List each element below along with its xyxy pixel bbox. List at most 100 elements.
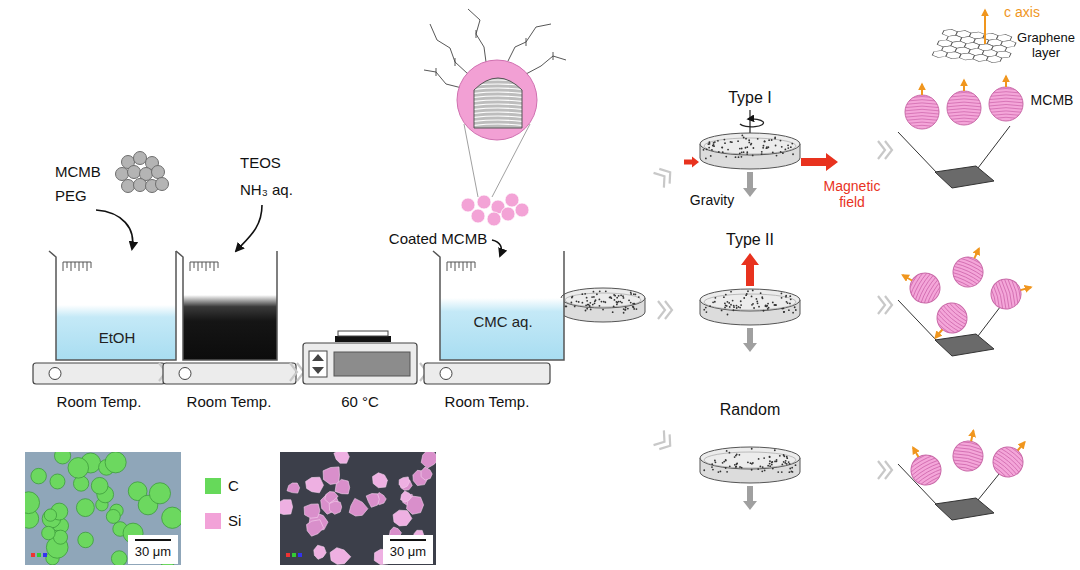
drawing-part bbox=[947, 93, 981, 123]
drawing-part bbox=[470, 112, 526, 114]
drawing-part bbox=[135, 539, 171, 541]
drawing-part bbox=[909, 456, 936, 472]
drawing-part bbox=[736, 463, 738, 465]
drawing-part bbox=[292, 553, 296, 557]
legend-text: Si bbox=[228, 512, 241, 529]
drawing-part bbox=[470, 104, 526, 106]
drawing-part bbox=[623, 312, 625, 314]
drawing-part bbox=[735, 466, 737, 468]
drawing-part bbox=[712, 469, 714, 471]
drawing-part bbox=[747, 461, 749, 463]
coated-particle bbox=[457, 60, 537, 140]
drawing-part bbox=[116, 168, 129, 181]
drawing-part bbox=[772, 152, 774, 154]
zoom-line bbox=[464, 124, 478, 197]
mcmb-sphere bbox=[924, 297, 973, 348]
drawing-part bbox=[578, 301, 580, 303]
drawing-part bbox=[905, 116, 939, 118]
drawing-part bbox=[781, 297, 783, 299]
reagent-label: TEOS bbox=[240, 154, 281, 171]
drawing-part bbox=[788, 461, 790, 463]
drawing-part bbox=[636, 308, 638, 310]
drawing-part bbox=[436, 68, 437, 76]
drawing-part bbox=[768, 307, 770, 309]
beaker-outline bbox=[433, 251, 564, 360]
drawing-part bbox=[659, 434, 675, 453]
drawing-part bbox=[561, 288, 645, 308]
drawing-part bbox=[614, 295, 616, 297]
drawing-part bbox=[593, 296, 595, 298]
drawing-part bbox=[586, 300, 588, 302]
drawing-part bbox=[587, 304, 589, 306]
drawing-part bbox=[911, 271, 927, 298]
drawing-part bbox=[774, 136, 776, 138]
drawing-part bbox=[705, 307, 707, 309]
drawing-part bbox=[756, 298, 758, 300]
drawing-part bbox=[792, 312, 794, 314]
drawing-part bbox=[25, 452, 181, 565]
drawing-part bbox=[898, 300, 938, 342]
drawing-part bbox=[905, 268, 946, 309]
drawing-part bbox=[286, 553, 290, 557]
drawing-part bbox=[334, 452, 349, 463]
drawing-part bbox=[589, 305, 591, 307]
drawing-part bbox=[769, 456, 771, 458]
drawing-part bbox=[989, 105, 1023, 107]
drawing-part bbox=[789, 303, 791, 305]
drawing-part bbox=[752, 462, 754, 464]
legend-text: C bbox=[228, 477, 239, 494]
drawing-part bbox=[440, 368, 452, 380]
beaker: CMC aq. bbox=[432, 250, 568, 362]
drawing-part bbox=[885, 296, 892, 314]
drawing-part bbox=[714, 297, 716, 299]
drawing-part bbox=[591, 296, 593, 298]
drawing-part bbox=[393, 510, 412, 526]
drawing-part bbox=[949, 277, 977, 291]
drawing-part bbox=[714, 141, 716, 143]
drawing-part bbox=[781, 471, 783, 473]
mcmb-sphere bbox=[895, 262, 946, 308]
drawing-part bbox=[726, 450, 728, 452]
mcmb-sphere bbox=[988, 273, 1035, 313]
drawing-part bbox=[739, 153, 741, 155]
drawing-part bbox=[935, 166, 994, 188]
drawing-part bbox=[741, 135, 743, 137]
drawing-part bbox=[659, 165, 675, 184]
drawing-part bbox=[792, 153, 794, 155]
drawing-part bbox=[470, 96, 526, 98]
drawing-part bbox=[712, 301, 714, 303]
beaker-outline bbox=[176, 251, 277, 360]
drawing-part bbox=[470, 72, 526, 126]
drawing-part bbox=[323, 467, 339, 485]
drawing-part bbox=[723, 461, 725, 463]
drawing-part bbox=[746, 153, 748, 155]
sem-map-silicon bbox=[280, 452, 436, 565]
drawing-part bbox=[723, 296, 725, 298]
graphene-layer bbox=[931, 29, 1019, 64]
drawing-part bbox=[949, 253, 988, 290]
drawing-part bbox=[987, 441, 1029, 483]
coated-powder bbox=[461, 193, 529, 226]
drawing-part bbox=[471, 209, 485, 223]
drawing-part bbox=[330, 548, 351, 565]
drawing-part bbox=[728, 302, 730, 304]
drawing-part bbox=[978, 126, 1010, 168]
drawing-part bbox=[49, 368, 61, 380]
drawing-part bbox=[162, 507, 181, 528]
drawing-part bbox=[590, 308, 592, 310]
drawing-part bbox=[700, 447, 800, 469]
drawing-part bbox=[457, 60, 537, 140]
drawing-part bbox=[725, 467, 727, 469]
drawing-part bbox=[618, 295, 620, 297]
drawing-part bbox=[771, 139, 773, 141]
add-arrow bbox=[492, 240, 501, 256]
drawing-part bbox=[902, 275, 912, 281]
drawing-part bbox=[307, 520, 324, 537]
mcmb-powder bbox=[116, 152, 169, 193]
drawing-part bbox=[565, 293, 641, 307]
drawing-part bbox=[885, 461, 892, 479]
drawing-part bbox=[721, 309, 723, 311]
drawing-part bbox=[747, 290, 749, 292]
drawing-part bbox=[487, 212, 501, 226]
drawing-part bbox=[735, 466, 737, 468]
